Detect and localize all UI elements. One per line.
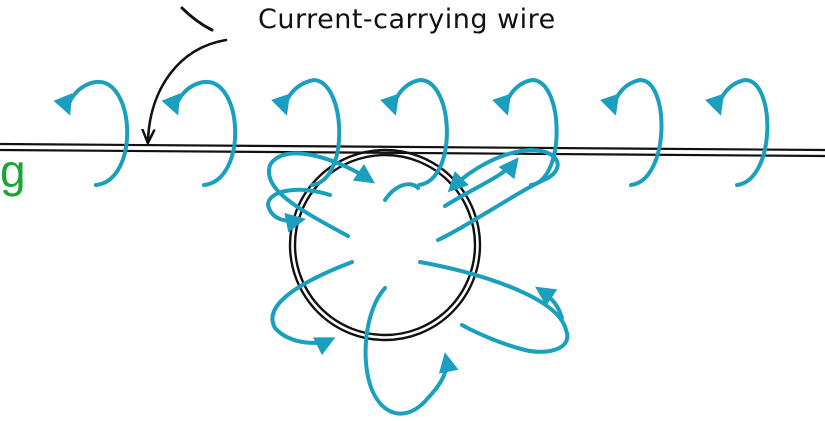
field-loop-5 — [492, 77, 559, 187]
loop-field-line-top-right — [436, 147, 560, 242]
field-loop-1 — [53, 79, 130, 187]
loop-field-line-bottom-left — [270, 260, 354, 356]
loop-field-line-top-left-b — [265, 187, 332, 233]
field-loop-6 — [600, 77, 664, 187]
loop-field-line-top-right-b — [443, 157, 519, 208]
label-pointer-arrow — [148, 38, 228, 140]
field-loop-7 — [705, 77, 770, 187]
loop-field-line-bottom — [363, 286, 459, 416]
loop-field-line-top-left — [266, 151, 375, 238]
loop-field-line-bottom-right — [418, 260, 570, 354]
loop-field-lines — [265, 147, 570, 416]
field-loop-3 — [271, 77, 342, 187]
loop-field-line-bottom-right-arrow — [535, 286, 564, 320]
circular-wire-loop — [288, 148, 482, 342]
loop-field-line-center-top — [383, 182, 420, 202]
wire-label: Current-carrying wire — [258, 4, 556, 35]
field-loop-4 — [380, 77, 449, 187]
edge-letter: g — [0, 145, 26, 197]
straight-wire-field-loops — [53, 77, 770, 187]
label-tick-mark — [180, 6, 214, 32]
field-loop-2 — [161, 79, 238, 187]
